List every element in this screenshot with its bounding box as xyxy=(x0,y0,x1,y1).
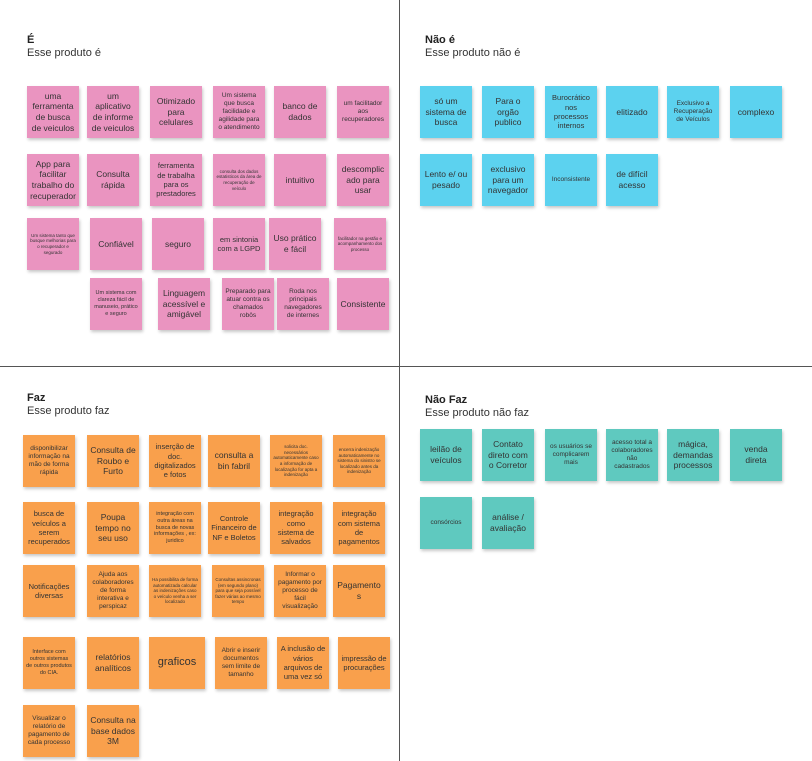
sticky-note[interactable]: Uso prático e fácil xyxy=(269,218,321,270)
sticky-note[interactable]: Abrir e inserir documentos sem limite de… xyxy=(215,637,267,689)
sticky-note[interactable]: uma ferramenta de busca de veiculos xyxy=(27,86,79,138)
sticky-note[interactable]: Poupa tempo no seu uso xyxy=(87,502,139,554)
sticky-note[interactable]: Para o orgão publico xyxy=(482,86,534,138)
quadrant-title-faz: Faz xyxy=(27,392,46,404)
quadrant-subtitle-e: Esse produto é xyxy=(27,47,101,59)
sticky-note[interactable]: disponibilizar informação na mão de form… xyxy=(23,435,75,487)
sticky-note[interactable]: Linguagem acessível e amigável xyxy=(158,278,210,330)
sticky-note[interactable]: acesso total a colaboradores não cadastr… xyxy=(606,429,658,481)
sticky-note[interactable]: de difícil acesso xyxy=(606,154,658,206)
sticky-note[interactable]: Um sistema com clareza fácil de manuseio… xyxy=(90,278,142,330)
sticky-note[interactable]: banco de dados xyxy=(274,86,326,138)
sticky-note[interactable]: Notificações diversas xyxy=(23,565,75,617)
sticky-note[interactable]: Pagamentos xyxy=(333,565,385,617)
quadrant-subtitle-nao-faz: Esse produto não faz xyxy=(425,407,529,419)
sticky-note[interactable]: Burocrático nos processos internos xyxy=(545,86,597,138)
sticky-note[interactable]: Inconsistente xyxy=(545,154,597,206)
sticky-note[interactable]: facilitador na gestão e acompanhamento d… xyxy=(334,218,386,270)
sticky-note[interactable]: venda direta xyxy=(730,429,782,481)
quadrant-title-nao-faz: Não Faz xyxy=(425,394,468,406)
sticky-note[interactable]: elitizado xyxy=(606,86,658,138)
sticky-note[interactable]: Roda nos principais navegadores de inter… xyxy=(277,278,329,330)
sticky-note[interactable]: Otimizado para celulares xyxy=(150,86,202,138)
sticky-note[interactable]: Consistente xyxy=(337,278,389,330)
sticky-note[interactable]: inserção de doc. digitalizados e fotos xyxy=(149,435,201,487)
sticky-note[interactable]: A inclusão de vários arquivos de uma vez… xyxy=(277,637,329,689)
sticky-note[interactable]: Controle Financeiro de NF e Boletos xyxy=(208,502,260,554)
sticky-note[interactable]: Consulta de Roubo e Furto xyxy=(87,435,139,487)
sticky-note[interactable]: em sintonia com a LGPD xyxy=(213,218,265,270)
sticky-note[interactable]: Preparado para atuar contra os chamados … xyxy=(222,278,274,330)
sticky-note[interactable]: um aplicativo de informe de veiculos xyxy=(87,86,139,138)
sticky-note[interactable]: Confiável xyxy=(90,218,142,270)
sticky-note[interactable]: graficos xyxy=(149,637,205,689)
sticky-note[interactable]: Lento e/ ou pesado xyxy=(420,154,472,206)
sticky-note[interactable]: relatórios analíticos xyxy=(87,637,139,689)
sticky-note[interactable]: App para facilitar trabalho do recuperad… xyxy=(27,154,79,206)
quadrant-title-e: É xyxy=(27,34,35,46)
sticky-note[interactable]: complexo xyxy=(730,86,782,138)
sticky-note[interactable]: ferramenta de trabalha para os prestador… xyxy=(150,154,202,206)
sticky-note[interactable]: descomplicado para usar xyxy=(337,154,389,206)
quadrant-subtitle-faz: Esse produto faz xyxy=(27,405,110,417)
sticky-note[interactable]: Exclusivo a Recuperação de Veículos xyxy=(667,86,719,138)
sticky-note[interactable]: os usuários se complicarem mais xyxy=(545,429,597,481)
sticky-note[interactable]: integração com sistema de pagamentos xyxy=(333,502,385,554)
quadrant-subtitle-nao-e: Esse produto não é xyxy=(425,47,521,59)
sticky-note[interactable]: Ajuda aos colaboradores de forma interat… xyxy=(87,565,139,617)
sticky-note[interactable]: análise / avaliação xyxy=(482,497,534,549)
sticky-note[interactable]: só um sistema de busca xyxy=(420,86,472,138)
sticky-note[interactable]: intuitivo xyxy=(274,154,326,206)
sticky-note[interactable]: Consulta na base dados 3M xyxy=(87,705,139,757)
sticky-note[interactable]: Informar o pagamento por processo de fác… xyxy=(274,565,326,617)
sticky-note[interactable]: leilão de veículos xyxy=(420,429,472,481)
sticky-note[interactable]: integração como sistema de salvados xyxy=(270,502,322,554)
sticky-note[interactable]: solicita doc. necessários automaticament… xyxy=(270,435,322,487)
sticky-note[interactable]: integração com outra áreas na busca de n… xyxy=(149,502,201,554)
quadrant-title-nao-e: Não é xyxy=(425,34,455,46)
sticky-note[interactable]: Um sistema que busca facilidade e agilid… xyxy=(213,86,265,138)
sticky-note[interactable]: Contato direto com o Corretor xyxy=(482,429,534,481)
sticky-note[interactable]: seguro xyxy=(152,218,204,270)
sticky-note[interactable]: Consultas assincronas (em segundo plano)… xyxy=(212,565,264,617)
sticky-note[interactable]: impressão de procurações xyxy=(338,637,390,689)
sticky-note[interactable]: busca de veículos a serem recuperados xyxy=(23,502,75,554)
sticky-note[interactable]: consulta a bin fabril xyxy=(208,435,260,487)
sticky-note[interactable]: consulta dos dados estatisticos da área … xyxy=(213,154,265,206)
horizontal-divider xyxy=(0,366,812,367)
sticky-note[interactable]: Ha possibilita de forma automatizada cal… xyxy=(149,565,201,617)
vertical-divider xyxy=(399,0,400,761)
sticky-note[interactable]: Consulta rápida xyxy=(87,154,139,206)
sticky-note[interactable]: Interface com outros sistemas de outros … xyxy=(23,637,75,689)
sticky-note[interactable]: Um sistema tanto que busque melhorias pa… xyxy=(27,218,79,270)
sticky-note[interactable]: um facilitador aos recuperadores xyxy=(337,86,389,138)
sticky-note[interactable]: exclusivo para um navegador xyxy=(482,154,534,206)
sticky-note[interactable]: encerra indenização automaticamente no s… xyxy=(333,435,385,487)
sticky-note[interactable]: Visualizar o relatório de pagamento de c… xyxy=(23,705,75,757)
sticky-note[interactable]: consórcios xyxy=(420,497,472,549)
sticky-note[interactable]: mágica, demandas processos xyxy=(667,429,719,481)
